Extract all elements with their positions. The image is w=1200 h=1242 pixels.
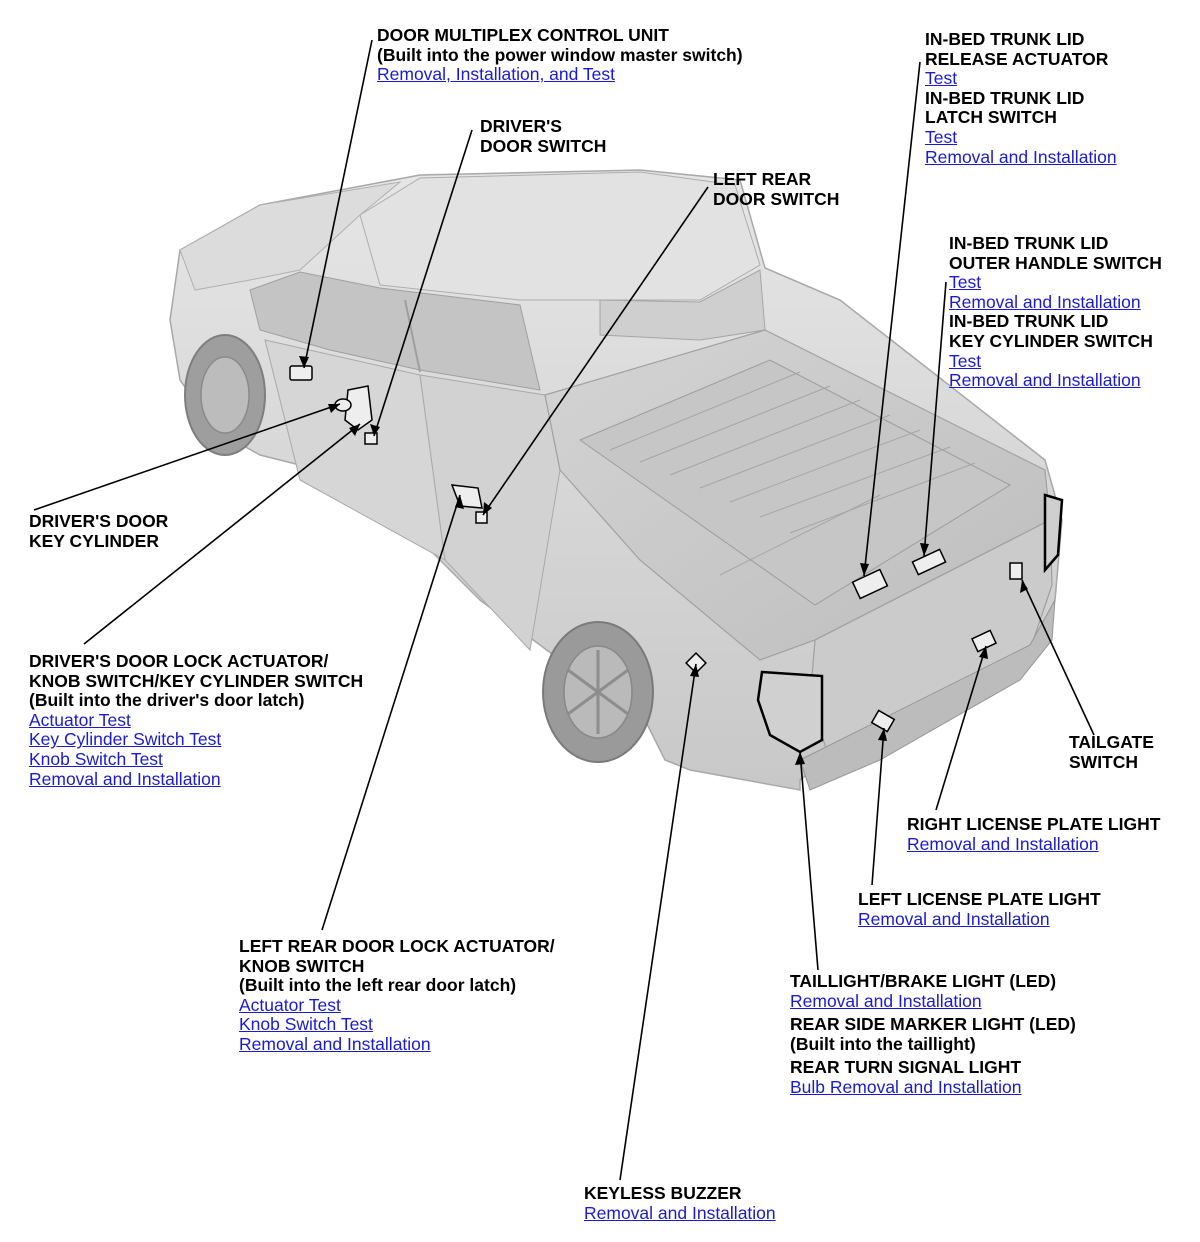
link-removal-installation[interactable]: Removal and Installation	[584, 1202, 776, 1223]
callout-drivers-door-lock-actuator: DRIVER'S DOOR LOCK ACTUATOR/ KNOB SWITCH…	[29, 651, 364, 789]
callout-title: TAILGATE	[1069, 732, 1154, 752]
link-knob-switch-test[interactable]: Knob Switch Test	[29, 748, 163, 769]
callout-title: LATCH SWITCH	[925, 107, 1057, 128]
callout-title: IN-BED TRUNK LID	[949, 311, 1109, 332]
callout-tailgate-switch: TAILGATE SWITCH	[1069, 732, 1154, 772]
callout-drivers-door-key-cylinder: DRIVER'S DOOR KEY CYLINDER	[29, 511, 169, 551]
callout-title: RIGHT LICENSE PLATE LIGHT	[907, 814, 1161, 834]
callout-title: KNOB SWITCH/KEY CYLINDER SWITCH	[29, 670, 364, 691]
callout-title: DOOR MULTIPLEX CONTROL UNIT	[377, 25, 669, 45]
link-test[interactable]: Test	[949, 272, 982, 293]
door-latch-part	[344, 385, 373, 431]
truck-roof	[359, 171, 761, 301]
link-key-cylinder-switch-test[interactable]: Key Cylinder Switch Test	[29, 729, 222, 750]
callout-left-rear-door-switch: LEFT REAR DOOR SWITCH	[713, 169, 840, 209]
bed-floor	[578, 359, 1012, 606]
callout-title: REAR SIDE MARKER LIGHT (LED)	[790, 1014, 1076, 1035]
release-actuator-part	[851, 568, 889, 600]
link-test[interactable]: Test	[949, 350, 982, 371]
callout-left-license-plate-light: LEFT LICENSE PLATE LIGHT Removal and Ins…	[858, 889, 1101, 929]
callout-title: LEFT LICENSE PLATE LIGHT	[858, 889, 1101, 909]
right-plate-light-part	[970, 629, 998, 653]
link-removal-installation[interactable]: Removal and Installation	[907, 833, 1099, 854]
callout-note: (Built into the driver's door latch)	[29, 690, 305, 711]
callout-title: IN-BED TRUNK LID	[925, 87, 1085, 108]
link-removal-installation[interactable]: Removal and Installation	[949, 291, 1141, 312]
callout-title: DOOR SWITCH	[713, 188, 840, 209]
callout-title: DOOR SWITCH	[480, 135, 607, 156]
handle-switch-part	[911, 548, 947, 576]
link-removal-installation[interactable]: Removal and Installation	[949, 370, 1141, 391]
callout-title: KEY CYLINDER	[29, 530, 159, 551]
rear-bumper	[799, 599, 1056, 791]
callout-title: SWITCH	[1069, 751, 1139, 772]
callout-left-rear-door-lock-actuator: LEFT REAR DOOR LOCK ACTUATOR/ KNOB SWITC…	[239, 936, 555, 1055]
callout-door-multiplex: DOOR MULTIPLEX CONTROL UNIT (Built into …	[377, 25, 743, 85]
callout-note: (Built into the left rear door latch)	[239, 975, 517, 996]
link-test[interactable]: Test	[925, 126, 958, 147]
link-removal-installation[interactable]: Removal and Installation	[925, 146, 1117, 167]
link-removal-installation[interactable]: Removal and Installation	[239, 1033, 431, 1054]
link-removal-installation[interactable]: Removal and Installation	[790, 990, 982, 1011]
callout-title: LEFT REAR	[713, 169, 812, 189]
link-actuator-test[interactable]: Actuator Test	[239, 994, 341, 1015]
callout-title: IN-BED TRUNK LID	[925, 29, 1085, 49]
tailgate-switch-part	[1009, 562, 1023, 580]
callout-keyless-buzzer: KEYLESS BUZZER Removal and Installation	[584, 1183, 776, 1223]
callout-title: DRIVER'S DOOR LOCK ACTUATOR/	[29, 651, 329, 671]
callout-title: TAILLIGHT/BRAKE LIGHT (LED)	[790, 971, 1057, 991]
callout-taillight: TAILLIGHT/BRAKE LIGHT (LED) Removal and …	[790, 971, 1076, 1098]
callout-title: KEYLESS BUZZER	[584, 1183, 742, 1203]
side-windows	[249, 271, 541, 391]
callout-title: KEY CYLINDER SWITCH	[949, 330, 1153, 351]
left-plate-light-part	[870, 709, 896, 733]
link-removal-installation-test[interactable]: Removal, Installation, and Test	[377, 64, 616, 85]
leader-lines	[33, 39, 1095, 1181]
callout-title: DRIVER'S	[480, 116, 562, 136]
callout-right-license-plate-light: RIGHT LICENSE PLATE LIGHT Removal and In…	[907, 814, 1161, 854]
callout-title: LEFT REAR DOOR LOCK ACTUATOR/	[239, 936, 555, 956]
callout-title: DRIVER'S DOOR	[29, 511, 169, 531]
link-test[interactable]: Test	[925, 68, 958, 89]
callout-release-actuator: IN-BED TRUNK LID RELEASE ACTUATOR Test I…	[925, 29, 1117, 167]
callout-title: OUTER HANDLE SWITCH	[949, 252, 1162, 273]
link-removal-installation[interactable]: Removal and Installation	[29, 768, 221, 789]
callout-outer-handle-switch: IN-BED TRUNK LID OUTER HANDLE SWITCH Tes…	[949, 233, 1162, 391]
callout-note: (Built into the taillight)	[790, 1033, 976, 1054]
link-knob-switch-test[interactable]: Knob Switch Test	[239, 1014, 373, 1035]
callout-title: KNOB SWITCH	[239, 955, 365, 976]
link-removal-installation[interactable]: Removal and Installation	[858, 908, 1050, 929]
callout-note: (Built into the power window master swit…	[377, 44, 743, 65]
truck-illustration	[169, 169, 1064, 791]
multiplex-unit-part	[289, 365, 313, 381]
keyless-buzzer-part	[685, 652, 707, 674]
callout-title: RELEASE ACTUATOR	[925, 48, 1109, 69]
callout-title: REAR TURN SIGNAL LIGHT	[790, 1057, 1022, 1078]
callout-title: IN-BED TRUNK LID	[949, 233, 1109, 253]
link-bulb-removal-installation[interactable]: Bulb Removal and Installation	[790, 1076, 1022, 1097]
callout-drivers-door-switch: DRIVER'S DOOR SWITCH	[480, 116, 607, 156]
link-actuator-test[interactable]: Actuator Test	[29, 709, 131, 730]
